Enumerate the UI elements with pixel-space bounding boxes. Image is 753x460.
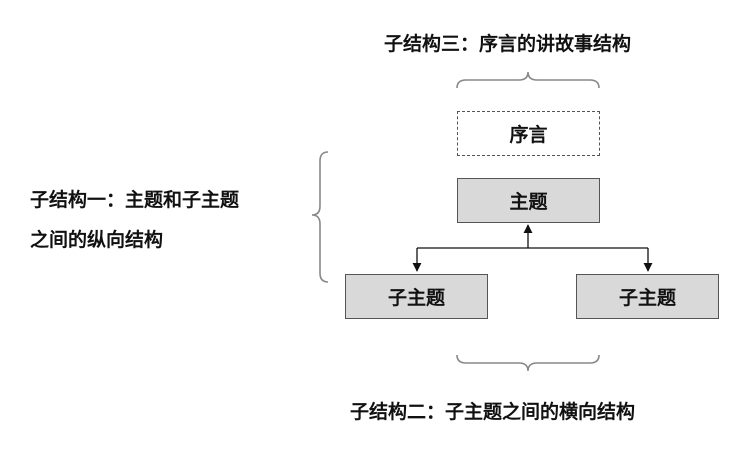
structure-three-label: 子结构三：序言的讲故事结构 xyxy=(384,33,632,55)
main-topic-box: 主题 xyxy=(457,178,600,223)
top-brace xyxy=(456,71,600,89)
main-topic-box-label: 主题 xyxy=(509,191,548,213)
subtopic-right-box: 子主题 xyxy=(576,274,719,319)
structure-one-label-line1: 子结构一：主题和子主题 xyxy=(30,189,240,211)
subtopic-left-box-label: 子主题 xyxy=(387,287,445,309)
subtopic-left-box: 子主题 xyxy=(345,274,488,319)
bottom-brace xyxy=(456,354,600,372)
preface-box: 序言 xyxy=(457,111,600,156)
preface-box-label: 序言 xyxy=(509,124,548,146)
structure-two-label: 子结构二：子主题之间的横向结构 xyxy=(350,401,636,423)
left-brace xyxy=(311,151,329,283)
subtopic-right-box-label: 子主题 xyxy=(618,287,676,309)
structure-one-label-line2: 之间的纵向结构 xyxy=(30,229,164,251)
